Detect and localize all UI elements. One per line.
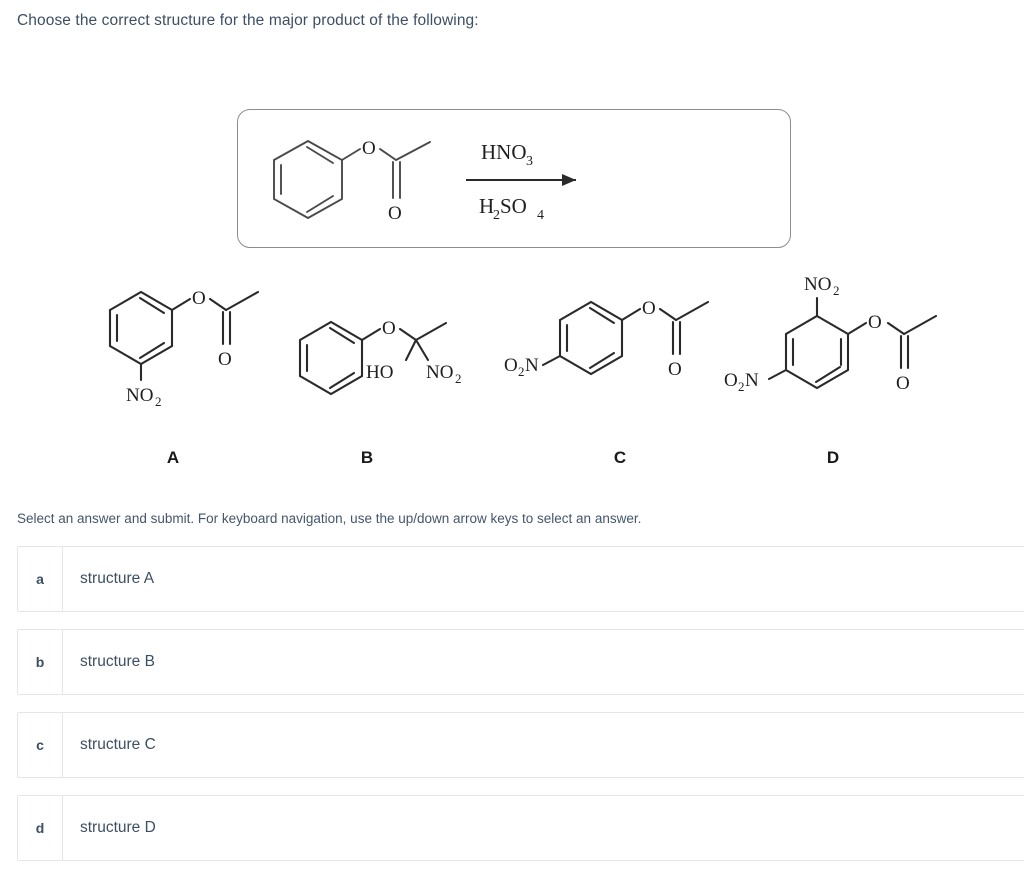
structure-caption-d: D	[826, 448, 840, 467]
structure-b-quaternary-carbon: HO NO 2	[366, 321, 462, 386]
reagent-h2so4-h: H	[479, 194, 494, 218]
structure-caption-a: A	[166, 448, 180, 467]
structure-a-nitro-label: NO	[126, 385, 153, 406]
structure-d-nitro-top-subscript: 2	[833, 283, 840, 298]
reactant-benzene-ring	[273, 139, 343, 220]
structure-c-nitro-group: O 2 N	[504, 354, 562, 379]
structure-d-nitro-top-label: NO	[804, 274, 831, 295]
candidate-structures: NO 2 O O O	[0, 268, 1024, 428]
option-letter-d: d	[18, 796, 63, 860]
reagent-hno3-subscript: 3	[526, 154, 533, 169]
structure-a-svg: NO 2 O O	[108, 288, 260, 409]
structure-c-svg: O 2 N O O	[504, 298, 710, 380]
option-letter-a: a	[18, 547, 63, 611]
reagent-h2so4-sub2: 4	[537, 208, 544, 223]
option-row-d[interactable]: d structure D	[17, 795, 1024, 861]
structure-b-benzene-ring	[298, 320, 364, 396]
structure-d-nitro-top-group: NO 2	[804, 274, 840, 318]
option-row-c[interactable]: c structure C	[17, 712, 1024, 778]
structure-caption-b: B	[360, 448, 374, 467]
structure-caption-c: C	[613, 448, 627, 467]
structure-d-nitro-left-n: N	[745, 370, 759, 391]
option-letter-b: b	[18, 630, 63, 694]
option-row-a[interactable]: a structure A	[17, 546, 1024, 612]
option-row-b[interactable]: b structure B	[17, 629, 1024, 695]
reagent-hno3-label: HNO	[481, 140, 527, 164]
structure-c-nitro-o: O	[504, 355, 518, 376]
reaction-scheme-box: O O HNO 3 H 2 SO 4	[237, 109, 791, 248]
reaction-scheme-svg: O O HNO 3 H 2 SO 4	[273, 138, 576, 224]
reactant-ester-group: O O	[341, 138, 431, 224]
structure-b-ether-group: O	[360, 318, 418, 342]
structure-c-ester-group: O O	[620, 298, 710, 380]
structure-d-ester-oxygen: O	[868, 312, 882, 333]
structure-c-ester-oxygen: O	[642, 298, 656, 319]
structure-d-benzene-ring	[784, 314, 850, 390]
page-title: Choose the correct structure for the maj…	[17, 12, 479, 29]
option-label-d: structure D	[80, 819, 156, 836]
structure-a-carbonyl-oxygen: O	[218, 349, 232, 370]
option-label-a: structure A	[80, 570, 155, 587]
structure-b-ether-oxygen: O	[382, 318, 396, 339]
structure-a-ester-group: O O	[170, 288, 260, 370]
reaction-arrow-group: HNO 3 H 2 SO 4	[466, 140, 576, 223]
structure-d-carbonyl-oxygen: O	[896, 373, 910, 394]
answer-options-list: a structure A b structure B c structure …	[17, 546, 1024, 871]
carbonyl-oxygen-label: O	[388, 203, 402, 224]
structure-c-carbonyl-oxygen: O	[668, 359, 682, 380]
arrow-head	[562, 174, 576, 186]
structure-a-nitro-subscript: 2	[155, 394, 162, 409]
structure-c-benzene-ring	[558, 300, 624, 376]
structure-a-nitro-group: NO 2	[126, 362, 162, 409]
structure-b-nitro-subscript: 2	[455, 371, 462, 386]
structure-d-nitro-left-o: O	[724, 370, 738, 391]
structure-b-nitro-label: NO	[426, 362, 453, 383]
ester-oxygen-label: O	[362, 138, 376, 159]
structure-a-ester-oxygen: O	[192, 288, 206, 309]
structure-c-nitro-n: N	[525, 355, 539, 376]
structure-d-nitro-left-subscript: 2	[738, 379, 745, 394]
reagent-h2so4-sub1: 2	[493, 208, 500, 223]
structure-d-nitro-left-group: O 2 N	[724, 368, 788, 394]
structure-d-ester-group: O O	[846, 312, 938, 394]
structure-a-benzene-ring	[108, 290, 174, 366]
structure-b-svg: O HO NO 2	[298, 318, 462, 396]
keyboard-navigation-hint: Select an answer and submit. For keyboar…	[17, 511, 642, 526]
structure-b-hydroxyl-label: HO	[366, 362, 393, 383]
structure-d-svg: NO 2 O 2 N O O	[724, 274, 938, 394]
option-label-c: structure C	[80, 736, 156, 753]
reagent-h2so4-so: SO	[500, 194, 527, 218]
option-label-b: structure B	[80, 653, 155, 670]
option-letter-c: c	[18, 713, 63, 777]
structure-c-nitro-subscript: 2	[518, 364, 525, 379]
